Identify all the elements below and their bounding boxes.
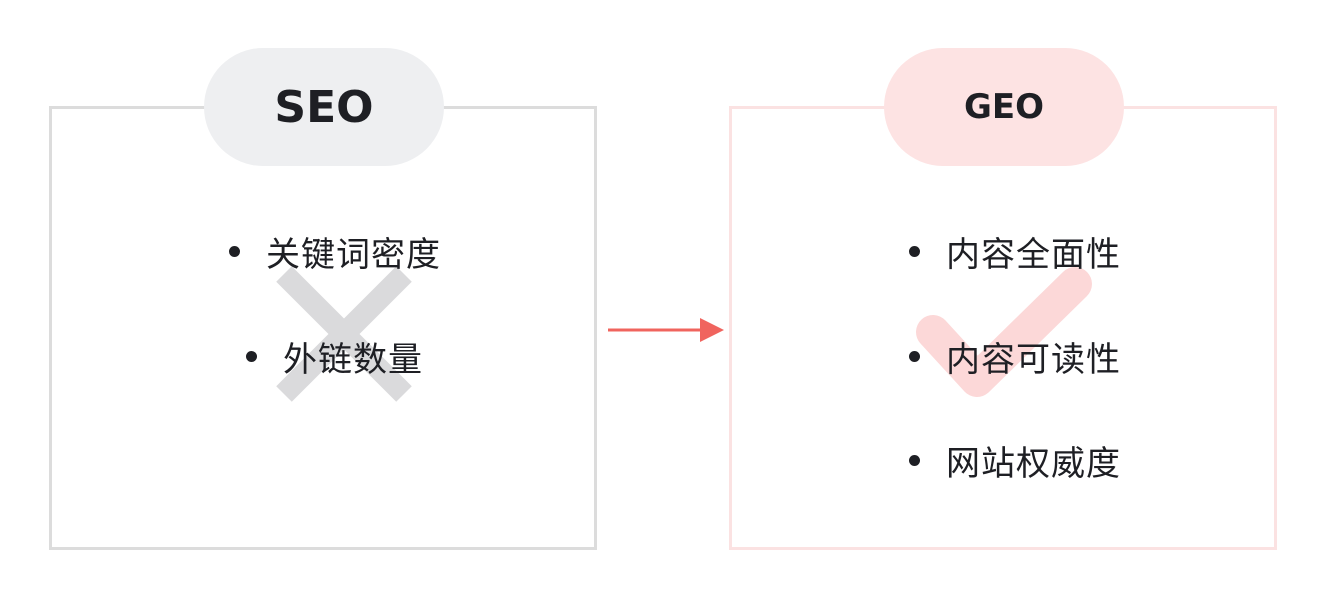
seo-item-label: 外链数量: [283, 339, 423, 380]
geo-list-item: 内容可读性: [909, 334, 1121, 380]
bullet-icon: [909, 454, 920, 466]
geo-title: GEO: [884, 48, 1124, 166]
bullet-icon: [229, 245, 240, 257]
geo-item-label: 内容全面性: [946, 234, 1121, 275]
bullet-icon: [246, 350, 257, 362]
seo-item-label: 关键词密度: [266, 234, 441, 275]
check-mark-icon: [916, 267, 1092, 397]
seo-title: SEO: [204, 48, 444, 166]
arrow-right-icon: [608, 318, 724, 342]
geo-item-label: 内容可读性: [946, 339, 1121, 380]
bullet-icon: [909, 350, 920, 362]
bullet-icon: [909, 245, 920, 257]
geo-list-item: 网站权威度: [909, 438, 1121, 484]
seo-list-item: 外链数量: [246, 334, 423, 380]
seo-list-item: 关键词密度: [229, 229, 441, 275]
geo-item-label: 网站权威度: [946, 443, 1121, 484]
geo-list-item: 内容全面性: [909, 229, 1121, 275]
cross-mark-icon: [276, 266, 412, 402]
